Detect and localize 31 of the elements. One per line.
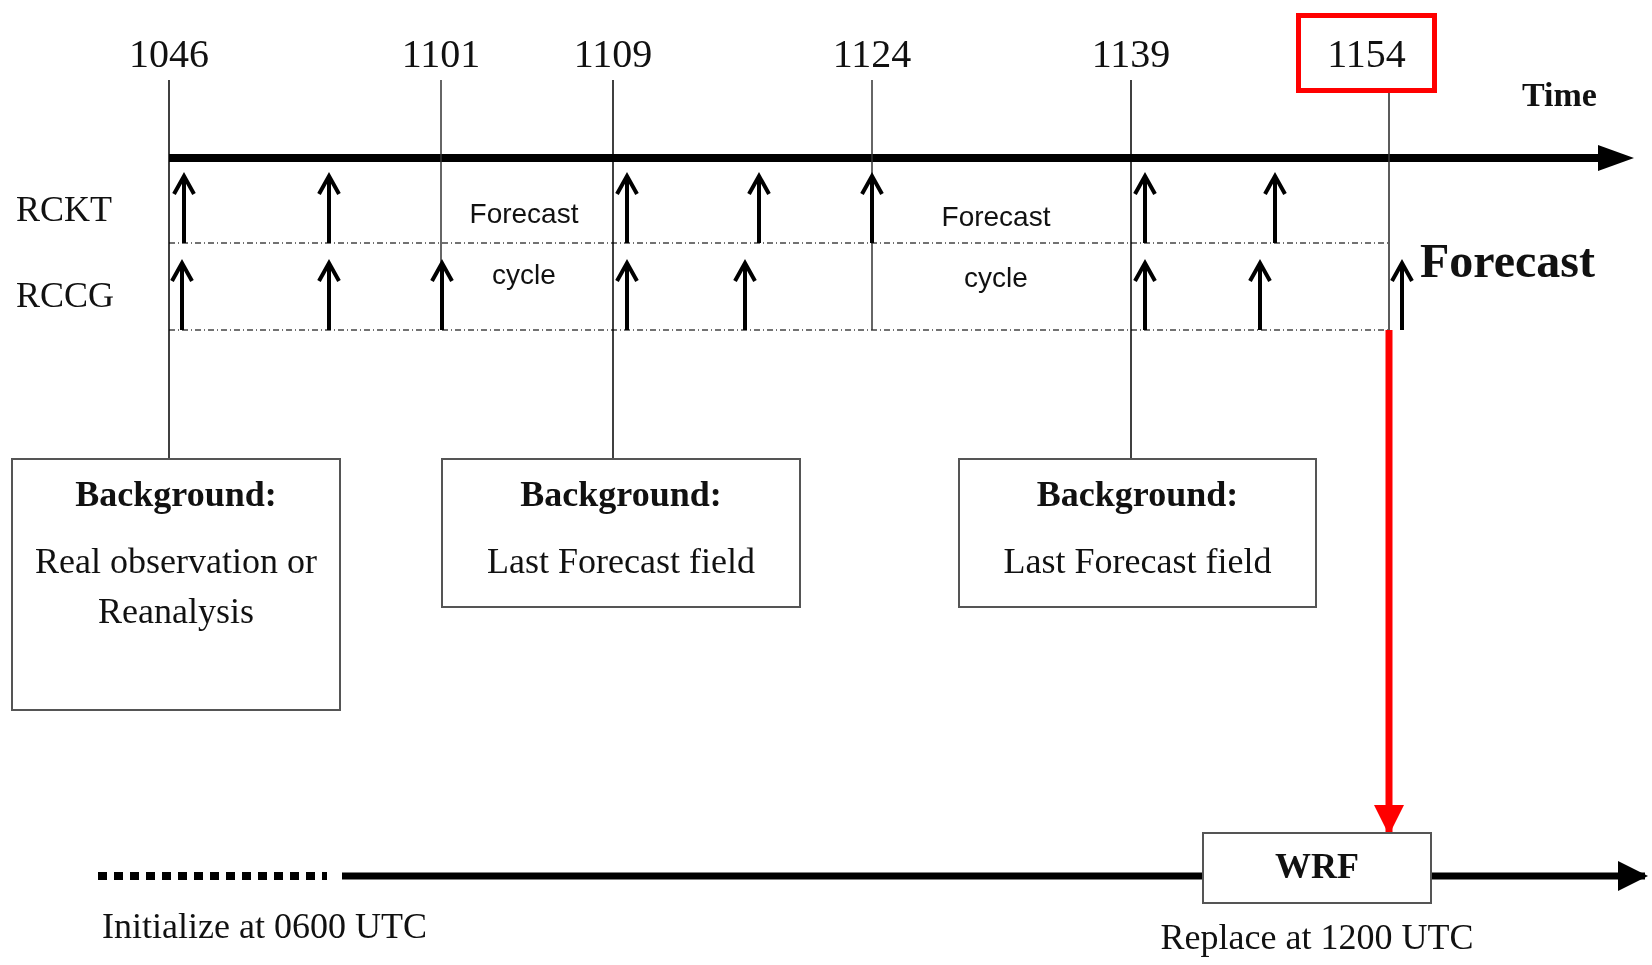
box-text: Last Forecast field [486, 540, 756, 583]
connector-line [612, 79, 614, 459]
time-label: 1124 [817, 28, 927, 80]
box-text: Last Forecast field [1002, 540, 1273, 583]
connector-line [1130, 79, 1132, 459]
background-box [441, 458, 801, 608]
time-label: 1109 [558, 28, 668, 80]
cycle-label: Forecast cycle [940, 200, 1052, 295]
arrow [1374, 93, 1404, 835]
row-label: RCCG [16, 274, 115, 317]
model-box [1202, 832, 1432, 904]
background-box [11, 458, 341, 711]
section-label: Forecast [1420, 233, 1596, 289]
background-box [958, 458, 1317, 608]
model-name: WRF [1274, 845, 1360, 888]
box-heading: Background: [74, 474, 278, 514]
connector-line [168, 79, 170, 459]
arrow [1432, 861, 1648, 891]
box-text: Real observation or Reanalysis [34, 540, 318, 633]
time-label: 1101 [386, 28, 496, 80]
axis-label: Time [1522, 75, 1597, 115]
time-label: 1139 [1076, 28, 1186, 80]
time-label: 1154 [1326, 30, 1407, 78]
highlighted-time-box [1296, 13, 1437, 93]
time-label: 1046 [114, 28, 224, 80]
row-label: RCKT [16, 188, 112, 231]
box-heading: Background: [519, 474, 723, 514]
node-label: Replace at 1200 UTC [1159, 916, 1475, 958]
cycle-label: Forecast cycle [468, 197, 580, 292]
box-heading: Background: [1035, 474, 1240, 514]
caption: Initialize at 0600 UTC [102, 905, 427, 948]
